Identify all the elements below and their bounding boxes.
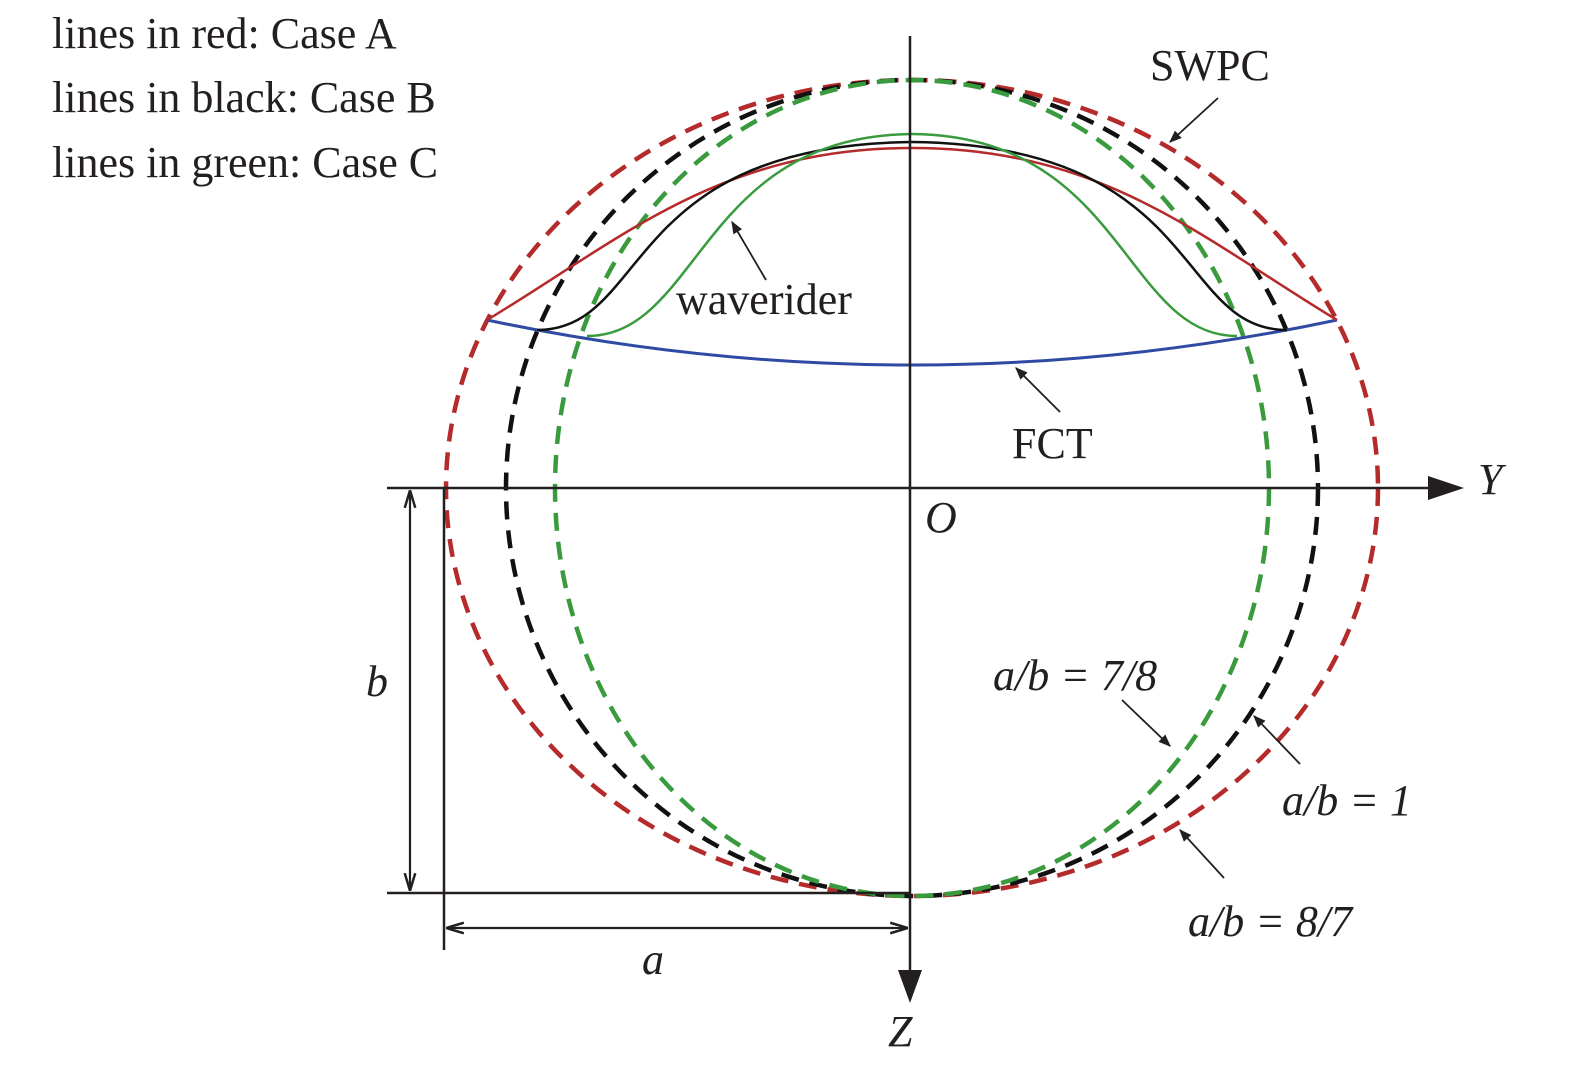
legend-case-a: lines in red: Case A <box>52 9 397 58</box>
ratio-1-label: a/b = 1 <box>1282 776 1412 825</box>
waverider-curve-case-c <box>586 132 1238 338</box>
ratio-8-7-label: a/b = 8/7 <box>1188 897 1354 946</box>
waverider-leader-arrow <box>731 220 767 281</box>
waverider-curve-case-a <box>486 146 1338 322</box>
z-axis-arrowhead <box>898 970 922 1003</box>
fct-leader-arrow <box>1015 367 1061 413</box>
y-axis-arrowhead <box>1428 476 1464 500</box>
z-axis-label: Z <box>888 1007 913 1056</box>
dimension-b-label: b <box>366 657 388 706</box>
legend-case-c: lines in green: Case C <box>52 138 439 187</box>
waverider-curve-case-b <box>536 140 1288 332</box>
ratio-7-8-label: a/b = 7/8 <box>993 651 1157 700</box>
ratio-1-leader-arrow <box>1253 715 1301 765</box>
origin-label: O <box>925 493 957 542</box>
swpc-label: SWPC <box>1150 41 1270 90</box>
ratio-8-7-leader-arrow <box>1179 829 1225 879</box>
y-axis-label: Y <box>1478 455 1507 504</box>
fct-label: FCT <box>1012 419 1093 468</box>
ratio-7-8-leader-arrow <box>1121 699 1171 747</box>
dimension-a-label: a <box>642 935 664 984</box>
legend-case-b: lines in black: Case B <box>52 73 436 122</box>
waverider-label: waverider <box>676 275 852 324</box>
fct-curve <box>486 318 1338 367</box>
swpc-leader-arrow <box>1169 97 1219 143</box>
